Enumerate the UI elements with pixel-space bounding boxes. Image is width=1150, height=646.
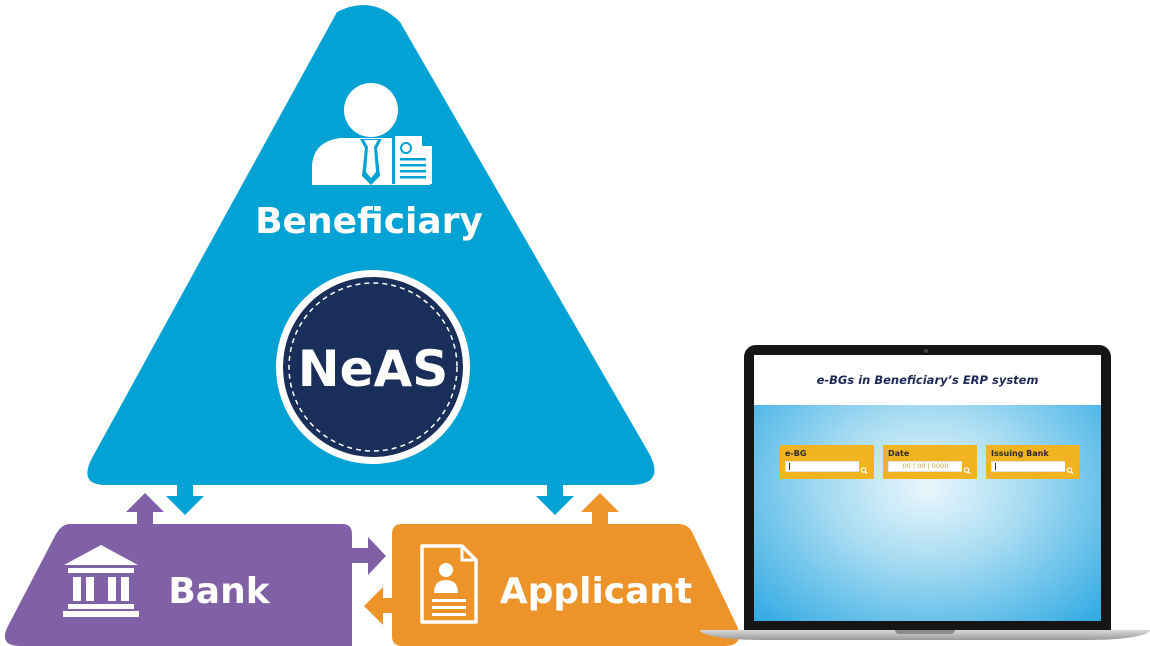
ebg-input[interactable] xyxy=(785,461,860,472)
ebg-search-button[interactable] xyxy=(859,461,869,475)
laptop-bezel: e-BGs in Beneficiary’s ERP system e-BG D… xyxy=(744,345,1111,630)
erp-screen: e-BGs in Beneficiary’s ERP system e-BG D… xyxy=(754,355,1101,621)
issuing-bank-search-button[interactable] xyxy=(1065,461,1075,475)
beneficiary-label: Beneficiary xyxy=(255,201,483,242)
bank-building-icon xyxy=(63,545,139,617)
laptop-hinge-notch xyxy=(895,630,955,634)
search-icon xyxy=(963,467,971,475)
date-field-label: Date xyxy=(888,449,910,458)
arrow-beneficiary-to-bank xyxy=(166,484,204,515)
date-field: Date 00 | 00 | 0000 xyxy=(883,445,977,479)
erp-header: e-BGs in Beneficiary’s ERP system xyxy=(754,355,1101,405)
erp-title: e-BGs in Beneficiary’s ERP system xyxy=(816,373,1039,387)
issuing-bank-input[interactable] xyxy=(991,461,1066,472)
applicant-label: Applicant xyxy=(500,571,693,612)
laptop-base xyxy=(700,630,1150,640)
issuing-bank-field-label: Issuing Bank xyxy=(991,449,1049,458)
arrow-beneficiary-to-applicant xyxy=(536,484,574,515)
date-input[interactable]: 00 | 00 | 0000 xyxy=(888,461,963,472)
date-search-button[interactable] xyxy=(962,461,972,475)
applicant-shape xyxy=(392,524,740,646)
ebg-field-label: e-BG xyxy=(785,449,807,458)
neas-seal xyxy=(276,270,470,464)
beneficiary-triangle xyxy=(87,4,655,486)
bank-label: Bank xyxy=(168,571,270,612)
issuing-bank-field: Issuing Bank xyxy=(986,445,1080,479)
arrow-bank-to-applicant xyxy=(350,537,386,575)
search-icon xyxy=(860,467,868,475)
webcam-icon xyxy=(924,349,928,353)
businessman-with-document-icon xyxy=(312,83,432,185)
ebg-field: e-BG xyxy=(780,445,874,479)
applicant-document-icon xyxy=(420,544,478,624)
search-icon xyxy=(1066,467,1074,475)
arrow-applicant-to-beneficiary xyxy=(581,493,619,526)
erp-search-panel: e-BG Date 00 | 00 | 0000 xyxy=(754,405,1101,621)
neas-label: NeAS xyxy=(298,340,448,398)
laptop: e-BGs in Beneficiary’s ERP system e-BG D… xyxy=(700,345,1150,646)
arrow-bank-to-beneficiary xyxy=(126,493,164,526)
